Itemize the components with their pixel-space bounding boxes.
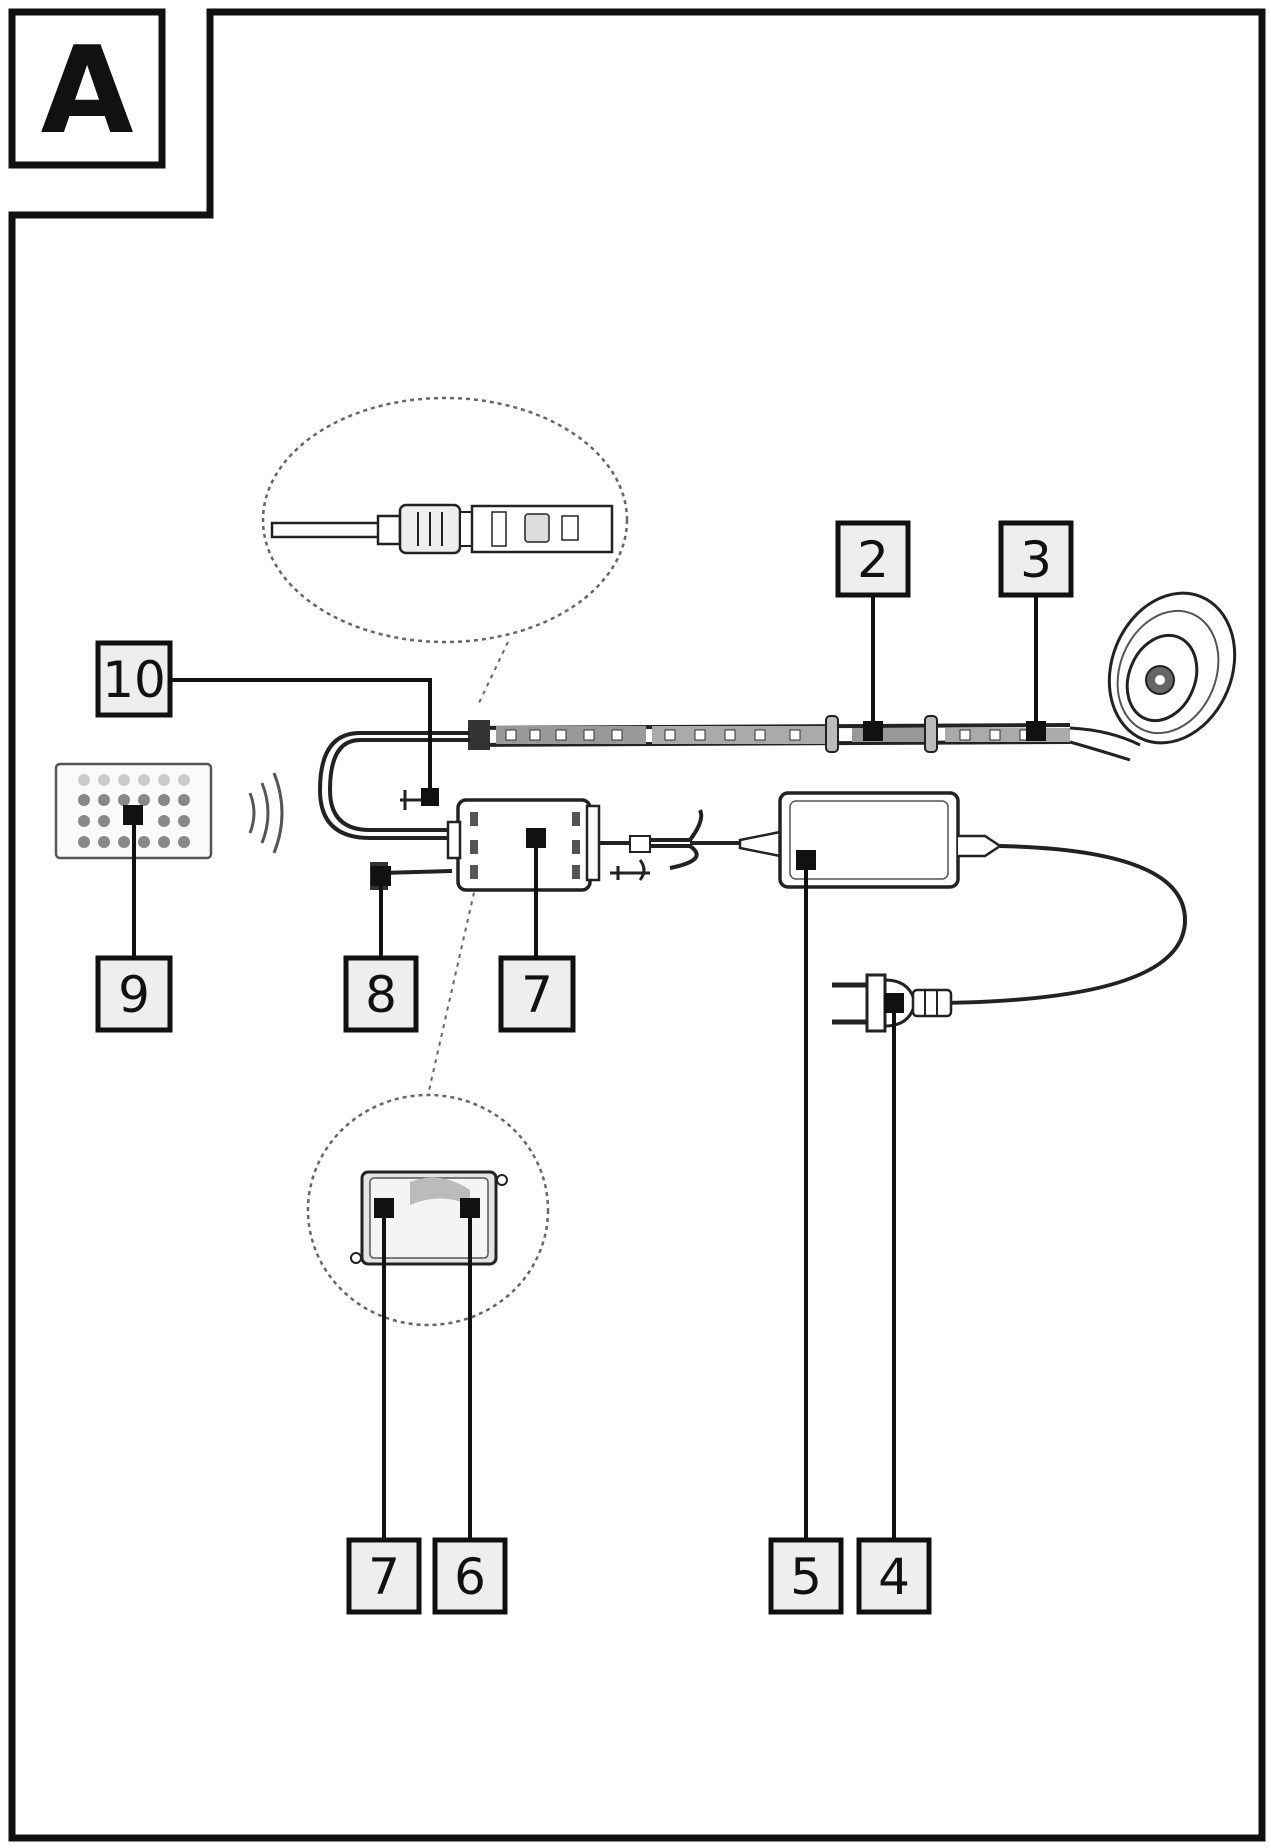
svg-text:3: 3 xyxy=(1020,531,1052,589)
leader-line-5 xyxy=(796,850,816,1540)
strip-feed-cable xyxy=(317,731,470,840)
callout-5: 5 xyxy=(768,1537,844,1615)
ir-sensor-cable xyxy=(379,869,453,875)
leader-line-6 xyxy=(460,1198,480,1540)
leader-line-10 xyxy=(172,678,439,806)
panel-letter: A xyxy=(41,22,134,161)
leader-line-7-controller xyxy=(526,828,546,958)
mounting-clip xyxy=(400,790,425,810)
callout-10: 10 xyxy=(95,640,173,718)
svg-text:6: 6 xyxy=(454,1548,486,1606)
svg-text:8: 8 xyxy=(365,966,397,1024)
svg-text:5: 5 xyxy=(790,1548,822,1606)
callout-6: 6 xyxy=(432,1537,508,1615)
strip-feed-cable-2 xyxy=(327,738,470,832)
svg-text:2: 2 xyxy=(857,531,889,589)
callout-7-controller: 7 xyxy=(498,955,576,1033)
leader-line-3 xyxy=(1026,593,1046,741)
callout-3: 3 xyxy=(998,520,1074,598)
dc-cable-2 xyxy=(650,809,704,870)
callout-9: 9 xyxy=(95,955,173,1033)
callout-2: 2 xyxy=(835,520,911,598)
controller-unit xyxy=(446,798,601,892)
callout-7-detail: 7 xyxy=(346,1537,422,1615)
svg-text:7: 7 xyxy=(368,1548,400,1606)
connector-detail-circle xyxy=(261,396,629,706)
svg-text:4: 4 xyxy=(878,1548,910,1606)
wireless-signal-icon xyxy=(248,772,284,854)
screw-part xyxy=(610,859,650,881)
led-strip xyxy=(468,715,1141,762)
leader-line-9 xyxy=(123,805,143,958)
leader-line-2 xyxy=(863,593,883,741)
svg-text:10: 10 xyxy=(102,651,166,709)
ac-cable xyxy=(870,844,1188,1005)
page-frame xyxy=(8,8,1266,1842)
dc-connector xyxy=(629,835,651,853)
leader-line-4 xyxy=(884,993,904,1540)
controller-back-detail-circle xyxy=(306,874,550,1327)
led-strip-reel xyxy=(1107,591,1237,745)
callout-4: 4 xyxy=(856,1537,932,1615)
power-adapter xyxy=(738,791,1003,889)
panel-letter-box xyxy=(8,8,166,169)
svg-text:7: 7 xyxy=(521,966,553,1024)
svg-text:9: 9 xyxy=(118,966,150,1024)
callout-8: 8 xyxy=(343,955,419,1033)
leader-line-7-detail xyxy=(374,1198,394,1540)
leader-line-8 xyxy=(371,866,391,958)
